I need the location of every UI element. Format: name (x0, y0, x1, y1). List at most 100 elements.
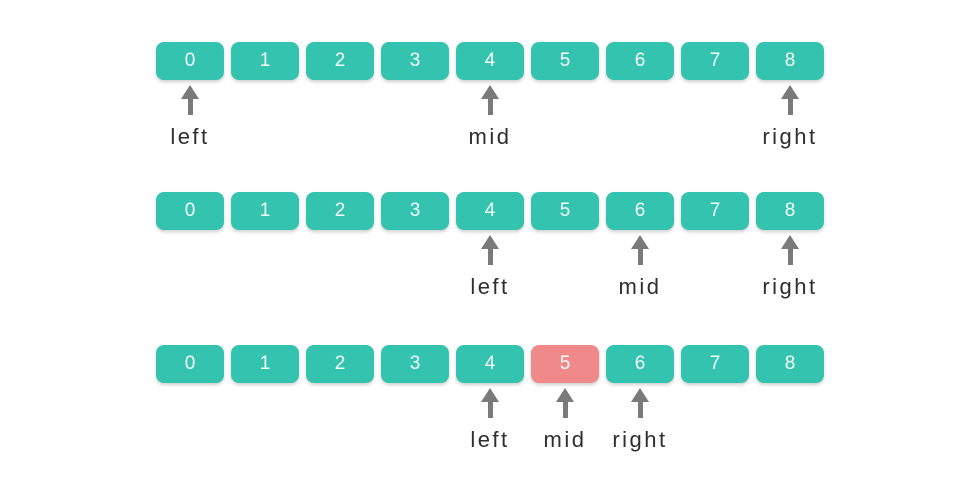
arrow-up-icon (781, 85, 799, 115)
arrow-head (781, 235, 799, 249)
cell-value: 4 (484, 200, 496, 221)
arrow-head (781, 85, 799, 99)
array-cell: 5 (531, 345, 599, 383)
arrow-up-icon (481, 388, 499, 418)
arrow-up-icon (631, 235, 649, 265)
cell-value: 5 (559, 50, 571, 71)
arrow-head (631, 235, 649, 249)
pointer-label: left (470, 427, 510, 452)
arrow-stem (787, 249, 793, 265)
array-cell: 7 (681, 345, 749, 383)
cell-value: 3 (409, 200, 421, 221)
pointer-label: left (170, 124, 210, 149)
pointer-label: mid (543, 427, 587, 452)
array-cell: 0 (156, 345, 224, 383)
cell-value: 5 (559, 353, 571, 374)
pointer-right: right (730, 235, 850, 300)
array-cell: 8 (756, 192, 824, 230)
arrow-stem (637, 402, 643, 418)
array-cell: 1 (231, 42, 299, 80)
pointer-label: right (762, 274, 818, 299)
cell-value: 1 (259, 353, 271, 374)
cell-value: 6 (634, 353, 646, 374)
pointer-left: left (130, 85, 250, 150)
arrow-stem (787, 99, 793, 115)
arrow-stem (637, 249, 643, 265)
cell-value: 4 (484, 353, 496, 374)
arrow-up-icon (631, 388, 649, 418)
pointer-label: left (470, 274, 510, 299)
arrow-up-icon (481, 235, 499, 265)
arrow-up-icon (181, 85, 199, 115)
arrow-head (481, 388, 499, 402)
cell-value: 4 (484, 50, 496, 71)
cell-value: 3 (409, 353, 421, 374)
arrow-stem (487, 249, 493, 265)
array-cell: 0 (156, 192, 224, 230)
array-cells: 0 1 2 3 4 5 6 7 8 (156, 345, 824, 383)
arrow-up-icon (556, 388, 574, 418)
arrow-up-icon (481, 85, 499, 115)
array-row-step-3: 0 1 2 3 4 5 6 7 8 left mid right (156, 345, 824, 495)
pointer-right: right (730, 85, 850, 150)
pointer-label: mid (618, 274, 662, 299)
pointer-mid: mid (505, 388, 625, 453)
array-cell: 5 (531, 192, 599, 230)
cell-value: 2 (334, 200, 346, 221)
arrow-stem (487, 99, 493, 115)
array-cells: 0 1 2 3 4 5 6 7 8 (156, 192, 824, 230)
array-cell: 2 (306, 42, 374, 80)
array-cell: 1 (231, 192, 299, 230)
array-cell: 8 (756, 42, 824, 80)
cell-value: 8 (784, 50, 796, 71)
arrow-head (181, 85, 199, 99)
arrow-head (481, 85, 499, 99)
cell-value: 7 (709, 200, 721, 221)
arrow-head (556, 388, 574, 402)
arrow-stem (562, 402, 568, 418)
array-cell: 5 (531, 42, 599, 80)
cell-value: 0 (184, 200, 196, 221)
pointer-mid: mid (430, 85, 550, 150)
array-cell: 4 (456, 192, 524, 230)
array-cell: 6 (606, 345, 674, 383)
array-cell: 7 (681, 192, 749, 230)
array-cells: 0 1 2 3 4 5 6 7 8 (156, 42, 824, 80)
arrow-stem (187, 99, 193, 115)
array-cell: 2 (306, 192, 374, 230)
pointer-label: right (762, 124, 818, 149)
array-cell: 4 (456, 42, 524, 80)
cell-value: 0 (184, 50, 196, 71)
cell-value: 0 (184, 353, 196, 374)
cell-value: 8 (784, 353, 796, 374)
array-cell: 8 (756, 345, 824, 383)
pointer-label: mid (468, 124, 512, 149)
arrow-stem (487, 402, 493, 418)
cell-value: 8 (784, 200, 796, 221)
array-cell: 3 (381, 345, 449, 383)
pointer-mid: mid (580, 235, 700, 300)
array-cell: 2 (306, 345, 374, 383)
arrow-head (481, 235, 499, 249)
cell-value: 3 (409, 50, 421, 71)
array-row-step-2: 0 1 2 3 4 5 6 7 8 left mid right (156, 192, 824, 342)
cell-value: 7 (709, 353, 721, 374)
array-cell: 0 (156, 42, 224, 80)
pointer-right: right (580, 388, 700, 453)
cell-value: 2 (334, 50, 346, 71)
cell-value: 1 (259, 200, 271, 221)
array-cell: 4 (456, 345, 524, 383)
arrow-head (631, 388, 649, 402)
array-cell: 3 (381, 192, 449, 230)
pointer-left: left (430, 235, 550, 300)
cell-value: 6 (634, 50, 646, 71)
array-cell: 6 (606, 192, 674, 230)
array-cell: 7 (681, 42, 749, 80)
array-cell: 3 (381, 42, 449, 80)
arrow-up-icon (781, 235, 799, 265)
array-cell: 6 (606, 42, 674, 80)
cell-value: 1 (259, 50, 271, 71)
array-row-step-1: 0 1 2 3 4 5 6 7 8 left mid right (156, 42, 824, 192)
pointer-left: left (430, 388, 550, 453)
